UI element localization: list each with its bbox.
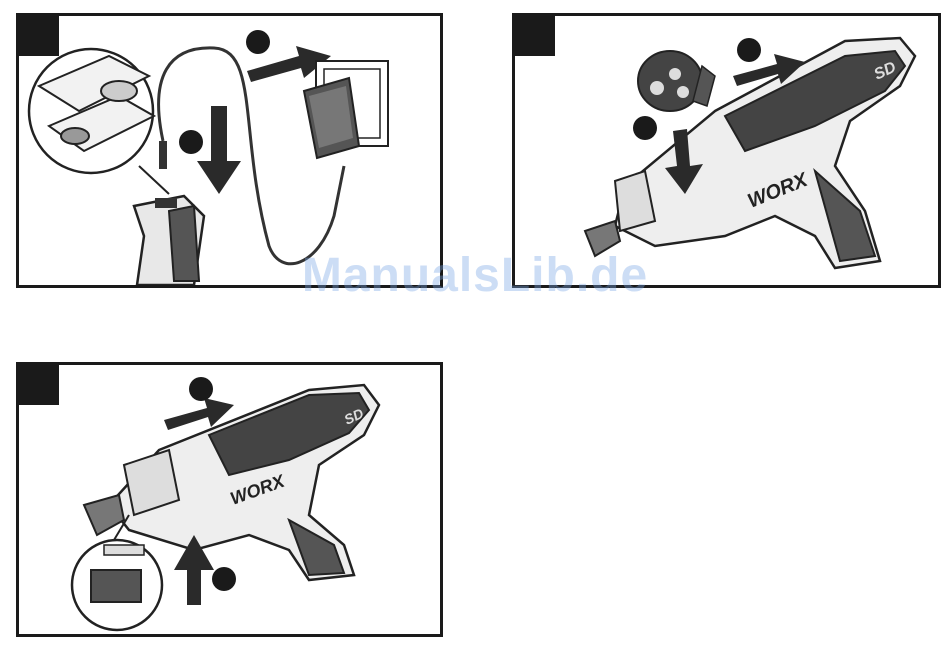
bit-magazine-illustration: WORX SD bbox=[515, 16, 938, 285]
arrow-icon bbox=[179, 106, 241, 194]
bit-magazine-icon bbox=[638, 51, 715, 111]
charging-illustration bbox=[19, 16, 440, 285]
panel-magazine-slide: WORX SD bbox=[16, 362, 443, 637]
charger-icon bbox=[304, 78, 359, 158]
magazine-slide-illustration: WORX SD bbox=[19, 365, 440, 634]
panel-charging bbox=[16, 13, 443, 288]
zoom-detail-icon bbox=[29, 49, 169, 194]
tool-handle-icon bbox=[134, 196, 204, 285]
panel-bit-magazine: WORX SD bbox=[512, 13, 941, 288]
arrow-icon bbox=[164, 377, 234, 430]
